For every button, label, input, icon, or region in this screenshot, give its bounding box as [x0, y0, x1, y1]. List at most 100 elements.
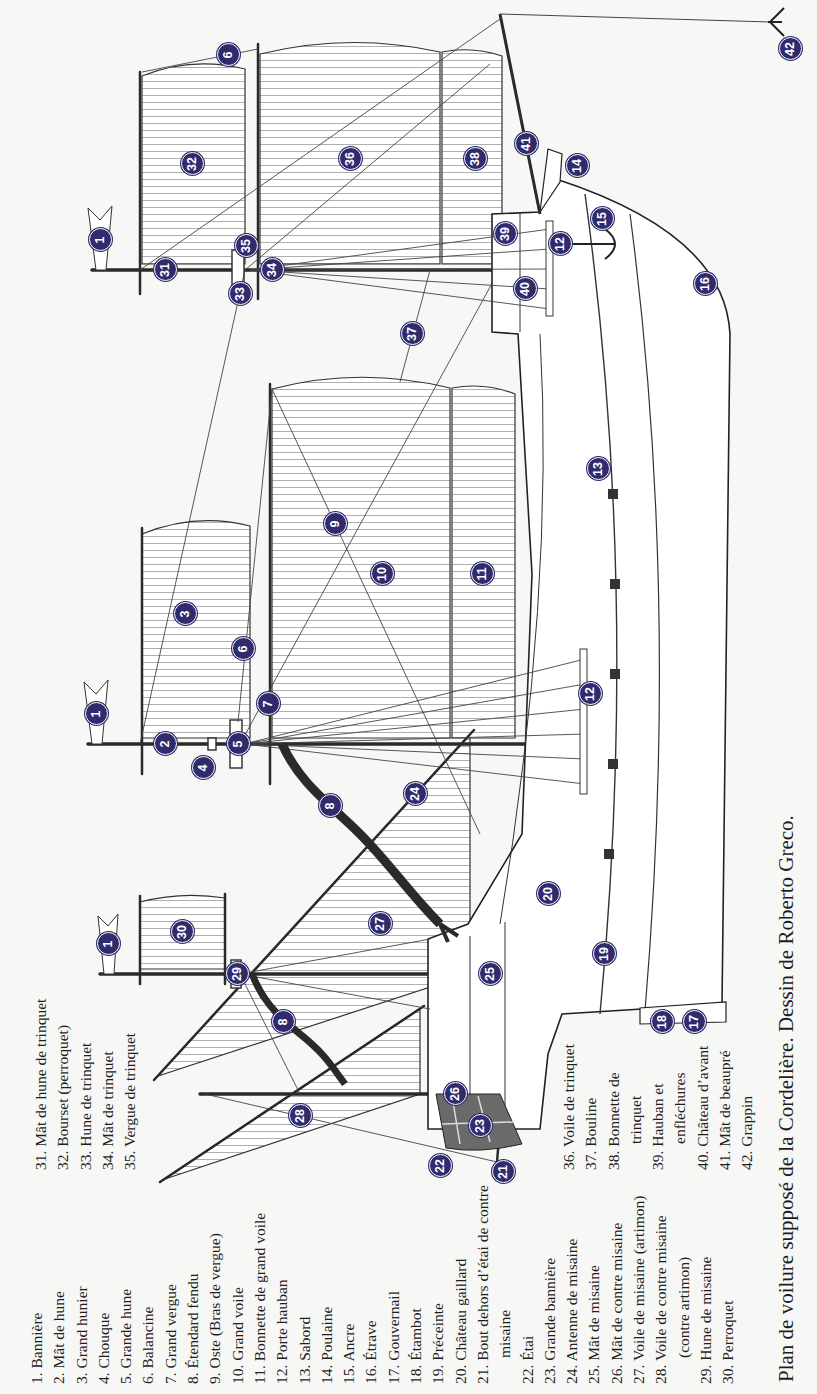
- legend-item: 24. Antenne de misaine: [561, 1179, 583, 1384]
- callout-number: 29: [226, 963, 249, 986]
- main-bonnet: [452, 386, 515, 738]
- main-topsail: [142, 521, 250, 738]
- chain-wale: [580, 649, 587, 794]
- callout-number: 26: [444, 1083, 467, 1106]
- legend-item: 42. Grappin: [736, 1030, 758, 1170]
- callout-number: 33: [229, 283, 252, 306]
- callout-number: 19: [593, 943, 616, 966]
- callout-number: 8: [272, 1011, 295, 1034]
- callout-number: 39: [494, 223, 517, 246]
- flag: [84, 680, 108, 744]
- callout-number: 12: [549, 233, 572, 256]
- shroud: [240, 939, 430, 974]
- deck-line: [500, 334, 543, 924]
- legend-item: 11. Bonnette de grand voile: [249, 1179, 271, 1384]
- callout-number: 11: [471, 563, 494, 586]
- mizzen-mast: [100, 972, 430, 976]
- gunport: [610, 669, 620, 679]
- callout-number: 21: [492, 1161, 515, 1184]
- legend-item: 21. Bout dehors d’étai de contre misaine: [472, 1179, 517, 1384]
- legend-item: 10. Grand voile: [227, 1179, 249, 1384]
- legend-item: 28. Voile de contre misaine (contre arti…: [650, 1179, 695, 1384]
- legend-item: 22. Étai: [517, 1179, 539, 1384]
- fore-topmast-stay: [140, 19, 500, 270]
- callout-number: 36: [339, 148, 362, 171]
- legend-item: 7. Grand vergue: [160, 1179, 182, 1384]
- callout-number: 10: [371, 563, 394, 586]
- callout-number: 13: [587, 458, 610, 481]
- callout-number: 17: [683, 1011, 706, 1034]
- legend-item: 17. Gouvernail: [383, 1179, 405, 1384]
- legend-item: 18. Étambot: [405, 1179, 427, 1384]
- bonaventure-yard: [160, 1006, 424, 1182]
- legend-item: 8. Étendard fendu: [182, 1179, 204, 1384]
- anchor-arms: [605, 229, 615, 259]
- main-course: [272, 377, 450, 738]
- legend-column: 36. Voile de trinquet37. Bouline38. Bonn…: [558, 1030, 759, 1170]
- callout-number: 40: [514, 278, 537, 301]
- callout-number: 6: [217, 44, 240, 67]
- shrouds: [240, 221, 587, 1009]
- mizzen-topsail: [140, 895, 225, 969]
- fore-topsail: [142, 64, 245, 264]
- callout-number: 3: [174, 603, 197, 626]
- wale: [585, 194, 617, 1014]
- legend-item: 2. Mât de hune: [48, 1179, 70, 1384]
- main-stay: [240, 214, 530, 744]
- legend-item: 12. Porte hauban: [271, 1179, 293, 1384]
- fore-yard: [257, 44, 260, 299]
- callout-number: 15: [591, 208, 614, 231]
- legend-item: 35. Vergue de trinquet: [119, 970, 141, 1170]
- bowline: [400, 270, 430, 382]
- legend-item: 34. Mât de trinquet: [97, 970, 119, 1170]
- legend-item: 1. Bannière: [26, 1179, 48, 1384]
- callout-number: 9: [324, 513, 347, 536]
- callout-number: 32: [181, 153, 204, 176]
- legend-item: 4. Chouque: [93, 1179, 115, 1384]
- fore-course: [260, 42, 440, 264]
- legend-item: 3. Grand hunier: [71, 1179, 93, 1384]
- legend-item: 13. Sabord: [294, 1179, 316, 1384]
- gunport: [610, 579, 620, 589]
- callout-number: 23: [469, 1115, 492, 1138]
- callout-number: 1: [89, 229, 112, 252]
- legend-item: 16. Étrave: [360, 1179, 382, 1384]
- callout-number: 4: [192, 757, 215, 780]
- callout-number: 41: [515, 133, 538, 156]
- grapnel: [768, 8, 784, 36]
- streamer-fork: [440, 924, 458, 942]
- gunport: [608, 759, 618, 769]
- bonaventure-mast: [200, 1092, 430, 1096]
- fore-topsail-yard: [139, 72, 142, 294]
- legend-column: 1. Bannière2. Mât de hune3. Grand hunier…: [26, 1179, 740, 1384]
- main-lift: [238, 389, 272, 722]
- main-topmast-stay: [140, 270, 245, 744]
- main-cap: [208, 738, 216, 750]
- legend-item: 20. Château gaillard: [450, 1179, 472, 1384]
- legend-item: 19. Préceinte: [427, 1179, 449, 1384]
- callout-number: 7: [257, 693, 280, 716]
- legend-item: 26. Mât de contre misaine: [606, 1179, 628, 1384]
- mizzen-topsail-yard: [139, 896, 142, 984]
- gunport: [608, 489, 618, 499]
- fore-lift: [142, 49, 258, 72]
- callout-number: 8: [319, 795, 342, 818]
- shroud: [244, 684, 585, 744]
- fore-stay: [245, 64, 490, 270]
- hull-outline: [428, 179, 730, 1129]
- legend-item: 14. Poulaine: [316, 1179, 338, 1384]
- legend-item: 6. Balancine: [137, 1179, 159, 1384]
- legend-item: 40. Château d’avant: [692, 1030, 714, 1170]
- callout-number: 16: [694, 273, 717, 296]
- callout-number: 31: [154, 259, 177, 282]
- main-brace: [272, 389, 480, 834]
- main-yard: [269, 384, 272, 784]
- legend-item: 33. Hune de trinquet: [75, 970, 97, 1170]
- legend-item: 32. Bourset (perroquet): [52, 970, 74, 1170]
- callout-number: 18: [651, 1011, 674, 1034]
- callout-number: 35: [235, 235, 258, 258]
- bowsprit: [500, 14, 540, 214]
- legend-item: 36. Voile de trinquet: [558, 1030, 580, 1170]
- callout-number: 24: [404, 783, 427, 806]
